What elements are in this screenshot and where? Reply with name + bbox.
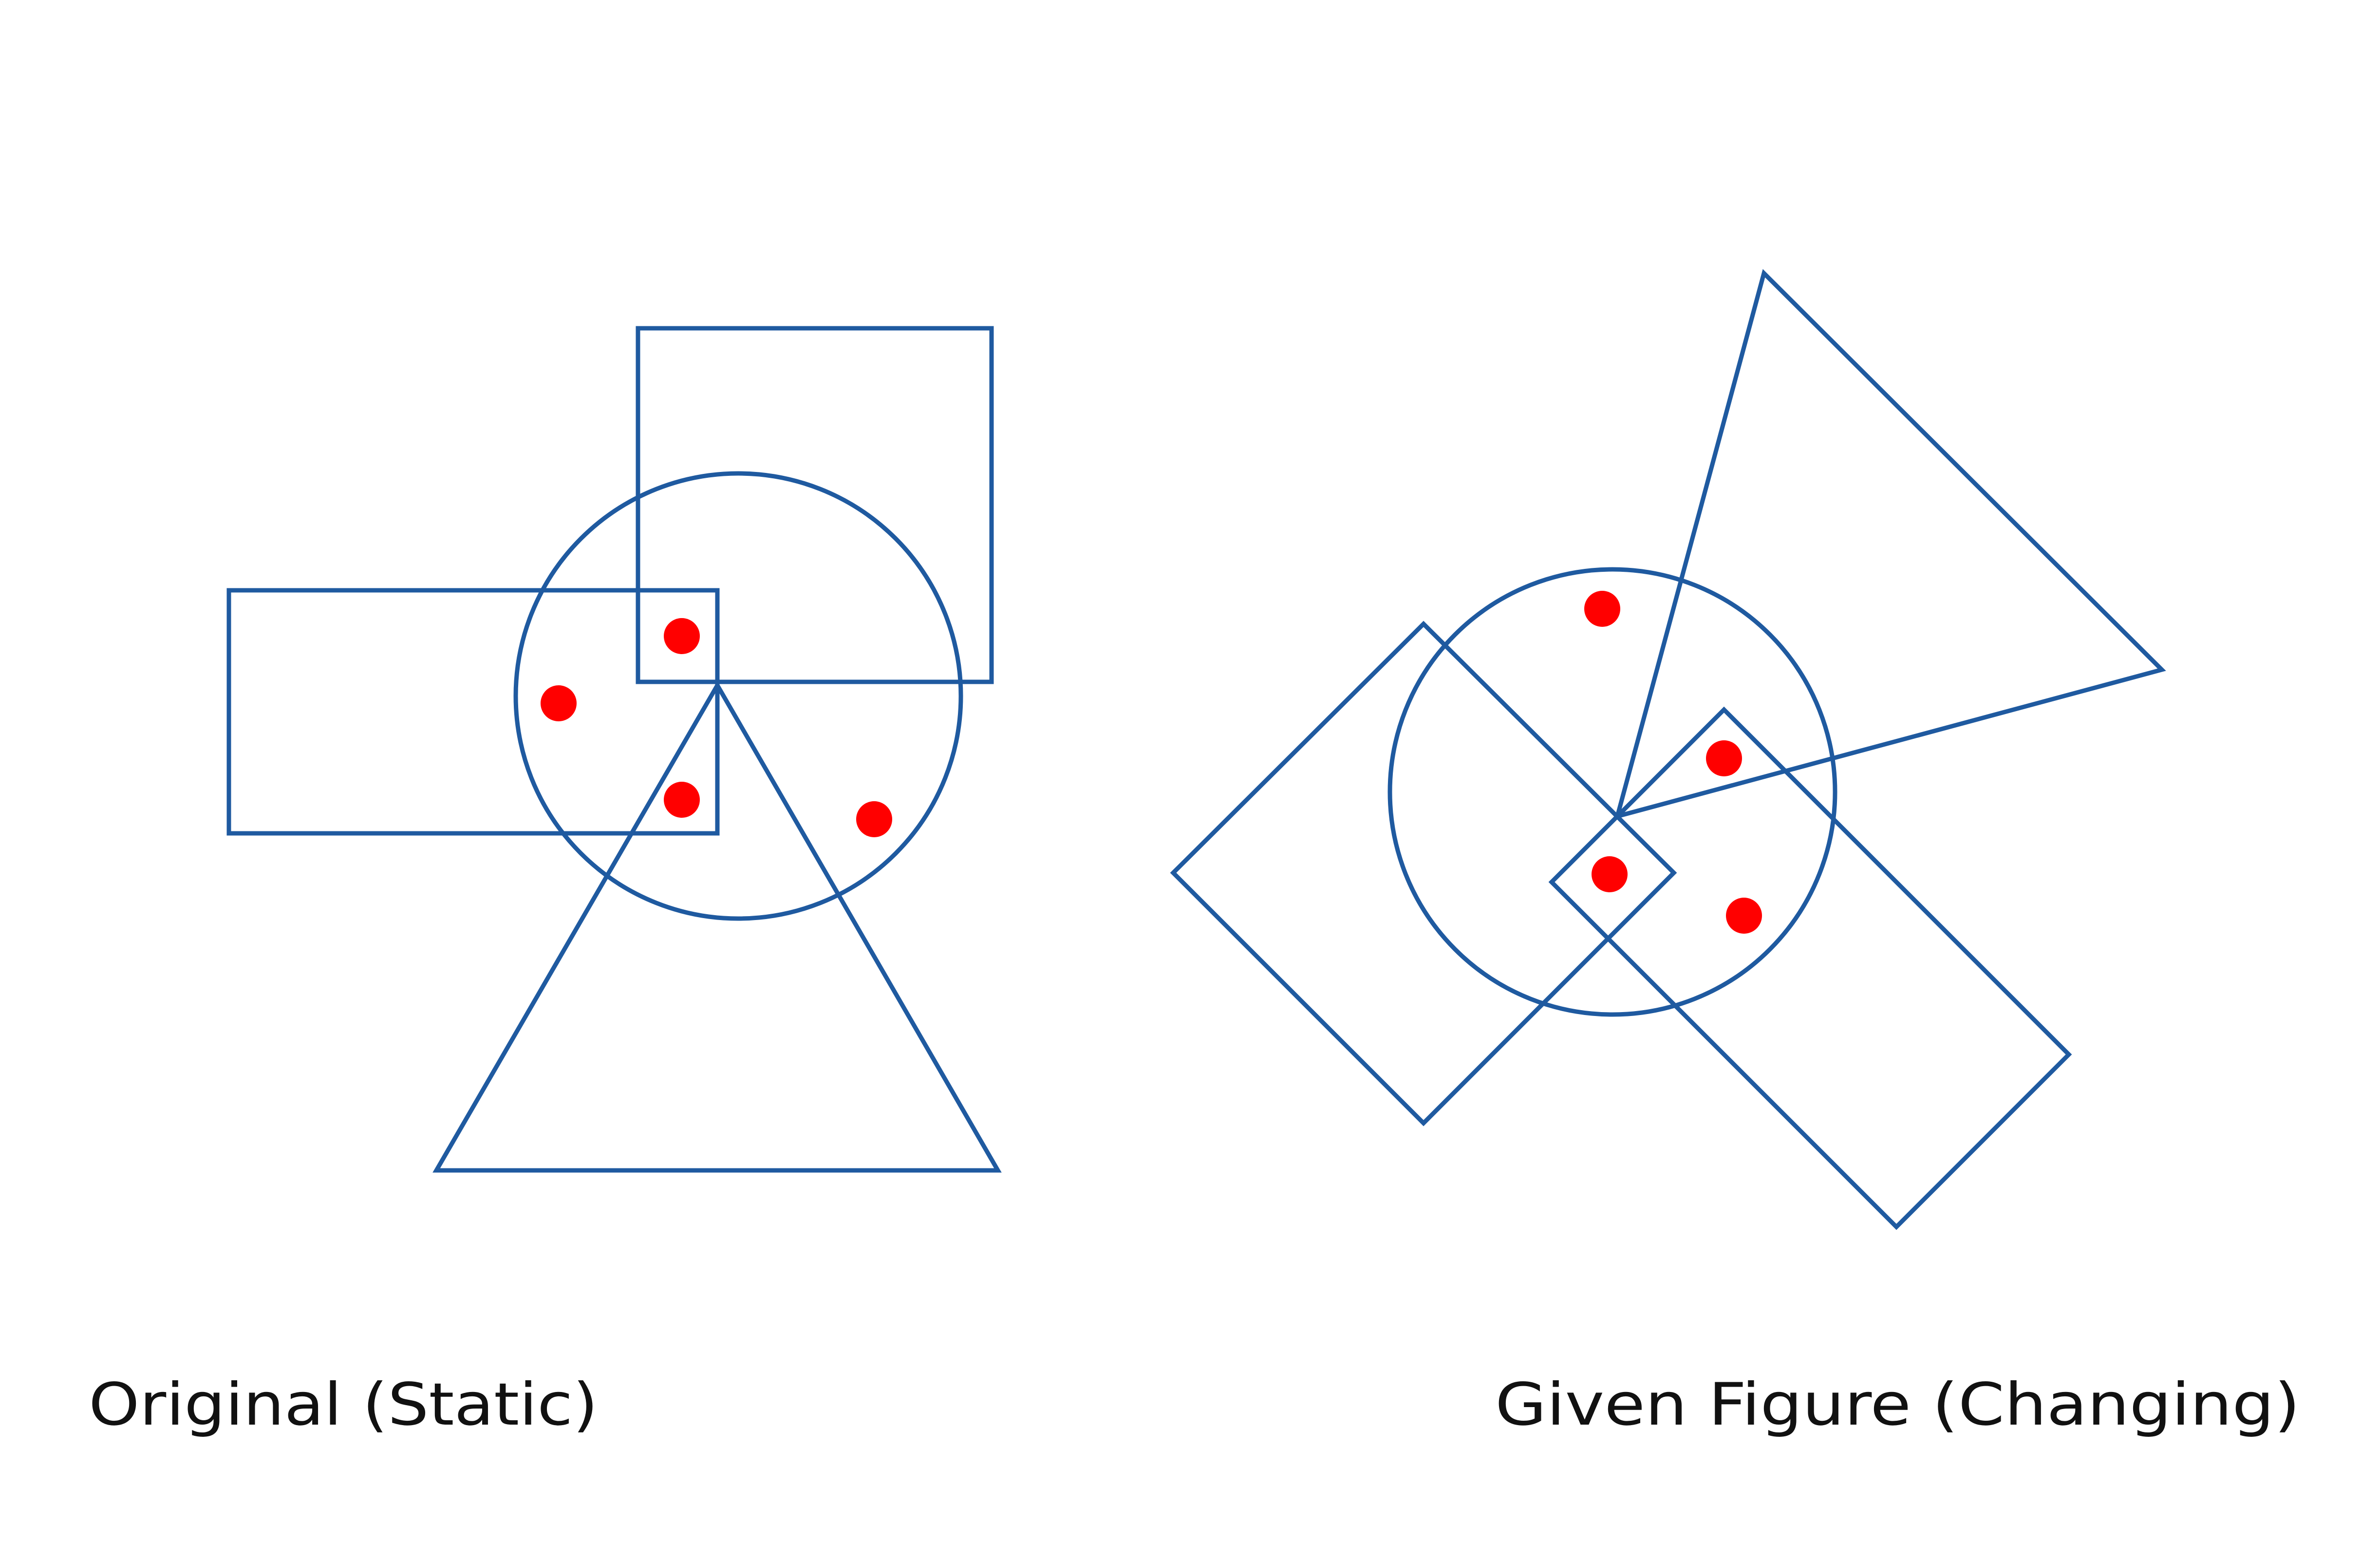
red-dot <box>664 618 700 654</box>
circle <box>513 471 963 921</box>
original-label: Original (Static) <box>89 1371 598 1439</box>
original-figure: Original (Static) <box>89 326 1002 1439</box>
red-dot <box>856 801 892 837</box>
red-dot <box>1584 591 1620 627</box>
circle <box>1387 567 1837 1017</box>
red-dot <box>1592 856 1628 892</box>
red-dot <box>1726 898 1762 934</box>
red-dot <box>1706 740 1742 776</box>
rotated-rectangle <box>1548 706 2072 1230</box>
triangle <box>432 681 1002 1173</box>
changing-label: Given Figure (Changing) <box>1495 1371 2300 1439</box>
red-dot <box>541 685 577 721</box>
changing-figure: Given Figure (Changing) <box>1170 269 2300 1439</box>
red-dot <box>664 782 700 818</box>
rotated-square <box>1170 621 1677 1127</box>
rotated-triangle <box>1614 269 2166 820</box>
rectangle <box>226 588 720 836</box>
square <box>636 326 994 684</box>
